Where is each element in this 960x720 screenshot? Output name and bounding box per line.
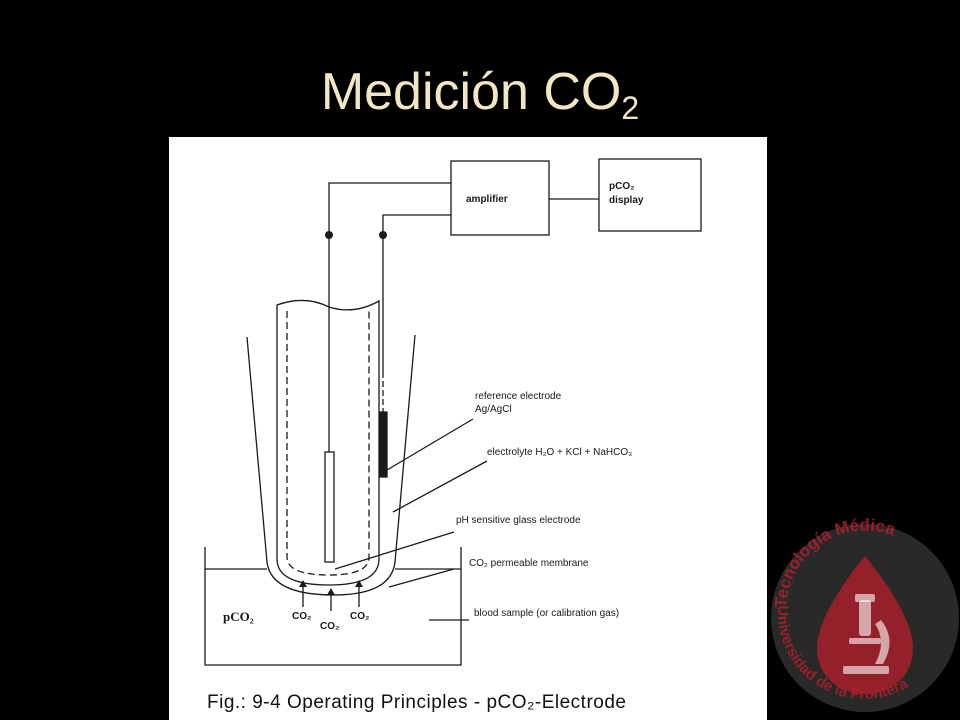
reference-electrode-sublabel: Ag/AgCl bbox=[475, 404, 512, 415]
glass-electrode-tube bbox=[276, 299, 380, 586]
co2-label-center: CO₂ bbox=[320, 621, 339, 632]
reference-electrode-label: reference electrode bbox=[475, 391, 562, 402]
terminal-reference-electrode bbox=[379, 231, 387, 239]
ph-glass-electrode-label: pH sensitive glass electrode bbox=[456, 515, 581, 526]
slide-title-subscript: 2 bbox=[621, 90, 640, 126]
sample-vessel bbox=[204, 547, 462, 666]
glass-electrode-internal-bar bbox=[324, 451, 335, 563]
slide-title-text: Medición CO bbox=[320, 63, 622, 121]
display-label-line2: display bbox=[609, 195, 644, 206]
leader-glass-electrode bbox=[334, 531, 455, 570]
co2-arrowhead-center bbox=[327, 588, 335, 595]
electrolyte-label: electrolyte H₂O + KCl + NaHCO₃ bbox=[487, 447, 632, 458]
co2-arrowhead-right bbox=[355, 580, 363, 587]
membrane-label: CO₂ permeable membrane bbox=[469, 558, 589, 569]
co2-arrowhead-left bbox=[299, 580, 307, 587]
leader-membrane bbox=[388, 568, 455, 588]
leader-reference-electrode bbox=[386, 418, 474, 471]
slide-title: Medición CO2 bbox=[0, 58, 960, 142]
co2-label-left: CO₂ bbox=[292, 611, 311, 622]
pco2-electrode-diagram: amplifier pCO₂ display reference electro… bbox=[204, 158, 702, 666]
co2-label-right: CO₂ bbox=[350, 611, 369, 622]
terminal-glass-electrode bbox=[325, 231, 333, 239]
reference-electrode-bar bbox=[379, 411, 388, 478]
figure-caption: Fig.: 9-4 Operating Principles - pCO₂-El… bbox=[207, 692, 627, 713]
wire-reference-electrode bbox=[382, 214, 451, 372]
display-label-line1: pCO₂ bbox=[609, 181, 635, 192]
tecnologia-medica-logo: Tecnología Médica Universidad de la Fron… bbox=[771, 515, 959, 712]
outer-electrode-cup bbox=[246, 334, 416, 596]
leader-electrolyte bbox=[392, 460, 488, 513]
blood-sample-label: blood sample (or calibration gas) bbox=[474, 608, 619, 619]
sample-pco2-label: pCO₂ bbox=[223, 609, 254, 624]
amplifier-label: amplifier bbox=[466, 194, 508, 205]
microscope-icon bbox=[843, 594, 890, 674]
electrode-diagram-panel: amplifier pCO₂ display reference electro… bbox=[169, 137, 767, 720]
amplifier-box bbox=[450, 160, 550, 236]
pco2-display-box bbox=[598, 158, 702, 232]
glass-electrode-inner-wall bbox=[286, 309, 370, 576]
wire-glass-electrode bbox=[328, 182, 451, 452]
